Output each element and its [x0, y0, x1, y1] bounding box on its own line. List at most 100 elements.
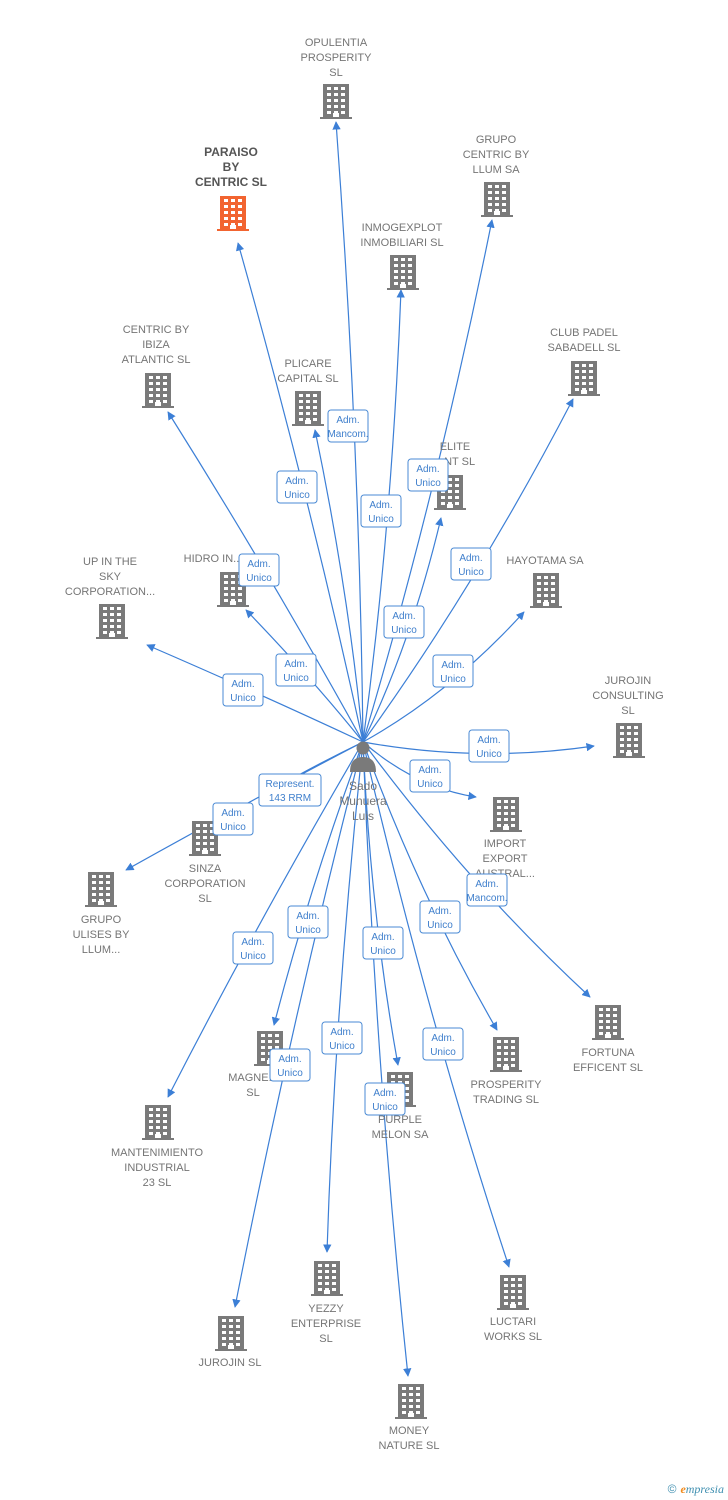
node-label-line: LLUM SA	[472, 164, 520, 176]
role-label-prosperity-trading[interactable]: Adm.Unico	[419, 900, 461, 934]
role-label-club-padel[interactable]: Adm.Unico	[450, 547, 492, 581]
role-label-purple-melon[interactable]: Adm. Unico	[362, 926, 404, 960]
role-label-import-export[interactable]: Adm.Unico	[409, 759, 451, 793]
role-label-fortuna[interactable]: Adm. Mancom.	[466, 873, 508, 907]
building-icon	[530, 573, 562, 608]
node-label-line: ELITE	[440, 441, 471, 453]
role-label-text: Adm.	[284, 659, 307, 670]
role-label-up-in-the-sky[interactable]: Adm.Unico	[222, 673, 264, 707]
node-label-line: LLUM...	[82, 944, 121, 956]
building-icon	[434, 475, 466, 510]
role-label-paraiso[interactable]: Adm.Unico	[276, 470, 318, 504]
node-label-line: SL	[246, 1087, 259, 1099]
building-icon	[568, 361, 600, 396]
building-icon	[215, 1316, 247, 1351]
building-icon	[320, 84, 352, 119]
edge-yezzy	[323, 741, 364, 1253]
node-label-line: HIDRO IN...	[184, 553, 243, 565]
node-label-line: CENTRIC BY	[123, 324, 190, 336]
role-label-jurojin-consulting[interactable]: Adm.Unico	[468, 729, 510, 763]
footer-brand[interactable]: ©empresia	[668, 1482, 724, 1497]
building-icon	[592, 1005, 624, 1040]
role-label-text: Unico	[220, 822, 246, 833]
node-label-line: SL	[329, 67, 342, 79]
role-label-text: Adm.	[247, 559, 270, 570]
node-label-line: PARAISO	[204, 145, 258, 159]
role-label-text: Unico	[440, 674, 466, 685]
role-label-text: Adm.	[428, 906, 451, 917]
node-label-line: CONSULTING	[592, 690, 663, 702]
role-label-text: Adm.	[373, 1088, 396, 1099]
role-label-sinza[interactable]: Represent.143 RRM	[258, 773, 322, 807]
role-label-text: Mancom.	[466, 893, 507, 904]
node-jurojin[interactable]: JUROJIN SL	[199, 1316, 262, 1369]
node-label-line: SL	[319, 1333, 332, 1345]
node-label-line: TRADING SL	[473, 1094, 539, 1106]
node-label-line: MONEY	[389, 1425, 430, 1437]
node-elite[interactable]: ELITE...NT SL	[434, 441, 475, 510]
role-label-grupo-centric[interactable]: Adm.Unico	[407, 458, 449, 492]
role-label-text: Unico	[277, 1068, 303, 1079]
role-label-text: Adm.	[459, 553, 482, 564]
role-label-text: Adm.	[278, 1054, 301, 1065]
node-hayotama[interactable]: HAYOTAMA SA	[506, 555, 584, 608]
role-label-mantenimiento[interactable]: Adm.Unico	[232, 931, 274, 965]
node-label-line: SABADELL SL	[548, 342, 621, 354]
edge-money-nature	[362, 741, 412, 1377]
role-label-text: Adm.	[371, 932, 394, 943]
role-label-hidro[interactable]: Adm.Unico	[275, 653, 317, 687]
node-label-line: MELON SA	[372, 1129, 430, 1141]
node-label-line: SINZA	[189, 863, 222, 875]
node-label-line: CORPORATION...	[65, 586, 155, 598]
role-label-yezzy[interactable]: Adm.Unico	[321, 1021, 363, 1055]
node-label-line: NATURE SL	[379, 1440, 440, 1452]
role-label-text: Adm.	[330, 1027, 353, 1038]
building-icon	[142, 373, 174, 408]
node-label-line: GRUPO	[476, 134, 517, 146]
node-up-in-the-sky[interactable]: UP IN THE SKY CORPORATION...	[65, 556, 155, 639]
role-label-text: Unico	[230, 693, 256, 704]
role-label-text: Adm.	[369, 500, 392, 511]
role-label-jurojin[interactable]: Adm. Unico	[269, 1048, 311, 1082]
node-import-export[interactable]: IMPORTEXPORTAUSTRAL...	[475, 797, 535, 880]
role-label-text: Unico	[415, 478, 441, 489]
role-label-elite[interactable]: Adm.Unico	[383, 605, 425, 639]
role-label-hayotama[interactable]: Adm.Unico	[432, 654, 474, 688]
role-label-text: Adm.	[241, 937, 264, 948]
edge-luctari	[362, 741, 511, 1268]
role-label-inmogexplot[interactable]: Adm.Unico	[360, 494, 402, 528]
role-label-plicare[interactable]: Adm.Mancom.	[327, 409, 369, 443]
role-label-text: Unico	[370, 946, 396, 957]
node-label-line: ENTERPRISE	[291, 1318, 361, 1330]
node-label-line: ULISES BY	[73, 929, 131, 941]
building-icon	[85, 872, 117, 907]
role-label-grupo-ulises[interactable]: Adm.Unico	[212, 802, 254, 836]
role-label-money-nature[interactable]: Adm.Unico	[364, 1082, 406, 1116]
node-label-line: BY	[223, 160, 240, 174]
node-label-line: SKY	[99, 571, 122, 583]
role-label-luctari[interactable]: Adm.Unico	[422, 1027, 464, 1061]
brand-name: mpresia	[685, 1482, 724, 1496]
role-label-text: Adm.	[475, 879, 498, 890]
role-label-magne[interactable]: Adm.Unico	[287, 905, 329, 939]
building-icon	[395, 1384, 427, 1419]
node-label-line: UP IN THE	[83, 556, 137, 568]
node-money-nature[interactable]: MONEY NATURE SL	[379, 1384, 440, 1452]
role-label-centric-ibiza[interactable]: Adm.Unico	[238, 553, 280, 587]
